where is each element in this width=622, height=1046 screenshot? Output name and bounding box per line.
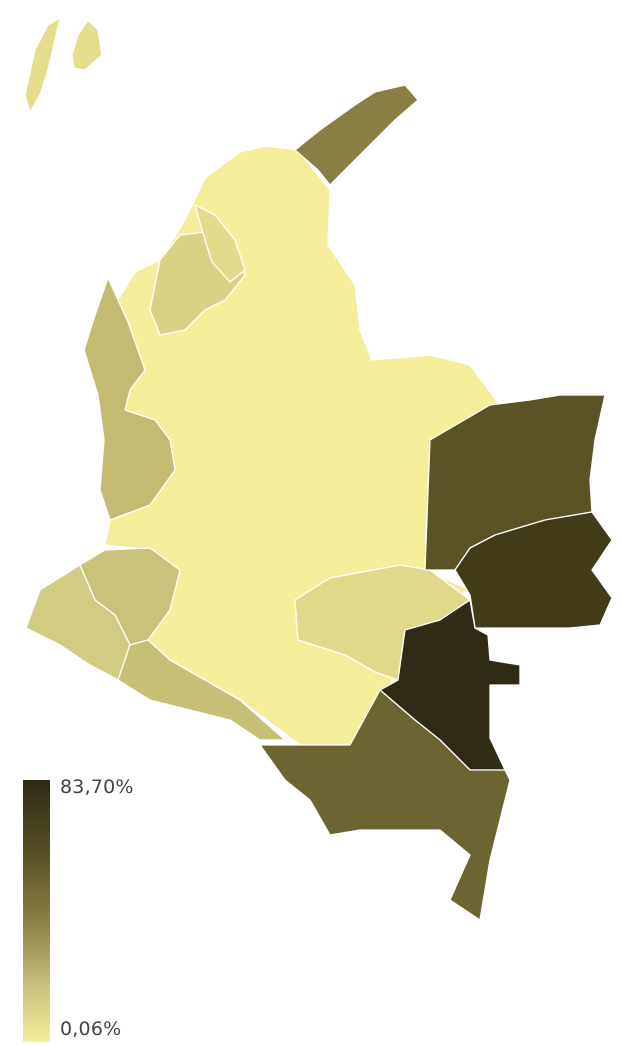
- map-region-choco[interactable]: [83, 277, 176, 521]
- map-region-putumayo[interactable]: [117, 639, 286, 741]
- legend-max-label: 83,70%: [60, 776, 134, 798]
- map-region-sucre[interactable]: [194, 204, 246, 283]
- map-region-san-andres[interactable]: [24, 17, 103, 113]
- map-region-la-guajira[interactable]: [294, 84, 419, 186]
- legend-min-label: 0,06%: [60, 1018, 122, 1040]
- map-region-amazonas[interactable]: [259, 689, 511, 921]
- legend-color-bar: [23, 780, 50, 1042]
